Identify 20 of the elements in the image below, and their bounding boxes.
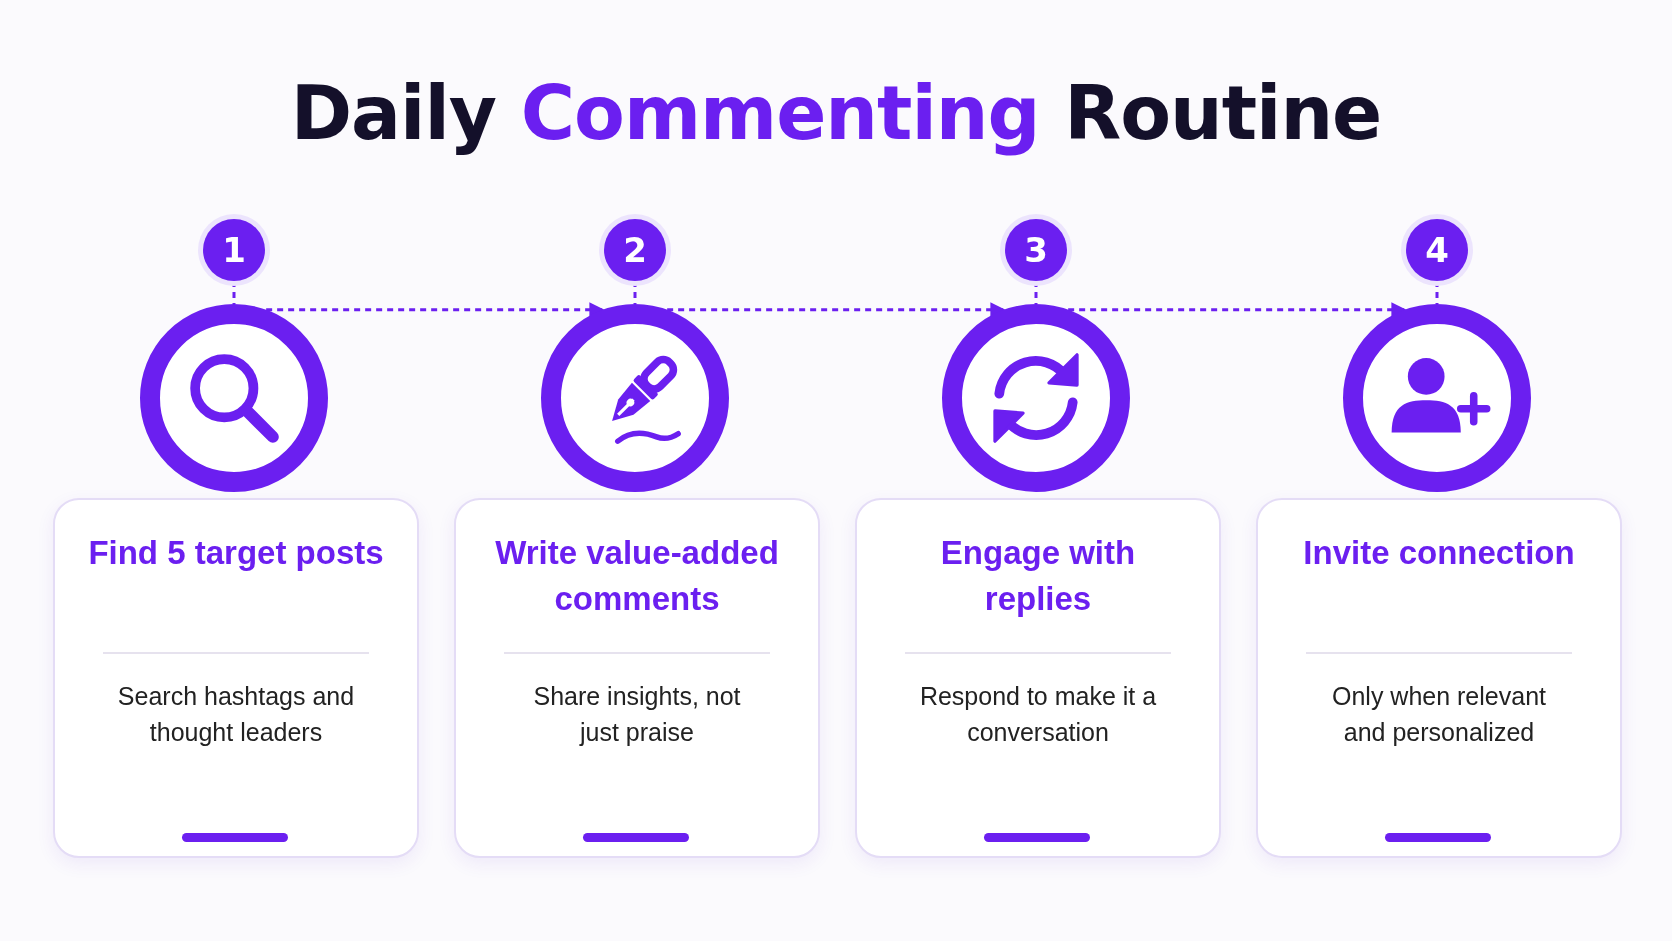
icon-ring <box>541 304 729 492</box>
step-description: Only when relevant and personalized <box>1331 681 1547 748</box>
arrow <box>667 302 1006 318</box>
arrow <box>1068 302 1407 318</box>
step-description: Share insights, not just praise <box>532 681 742 748</box>
step-card <box>53 498 419 858</box>
icon-ring <box>942 304 1130 492</box>
step-card <box>855 498 1221 858</box>
step-heading: Find 5 target posts <box>87 533 385 573</box>
step-heading: Invite connection <box>1302 533 1576 573</box>
step-description: Search hashtags and thought leaders <box>116 681 356 748</box>
step-card <box>454 498 820 858</box>
step-card <box>1256 498 1622 858</box>
icon-ring <box>1343 304 1531 492</box>
step-description: Respond to make it a conversation <box>918 681 1158 748</box>
step-heading: Engage with replies <box>939 533 1137 619</box>
arrow <box>266 302 605 318</box>
icon-ring <box>140 304 328 492</box>
title: Daily Commenting Routine <box>289 70 1383 156</box>
step-heading: Write value-added comments <box>494 533 780 619</box>
